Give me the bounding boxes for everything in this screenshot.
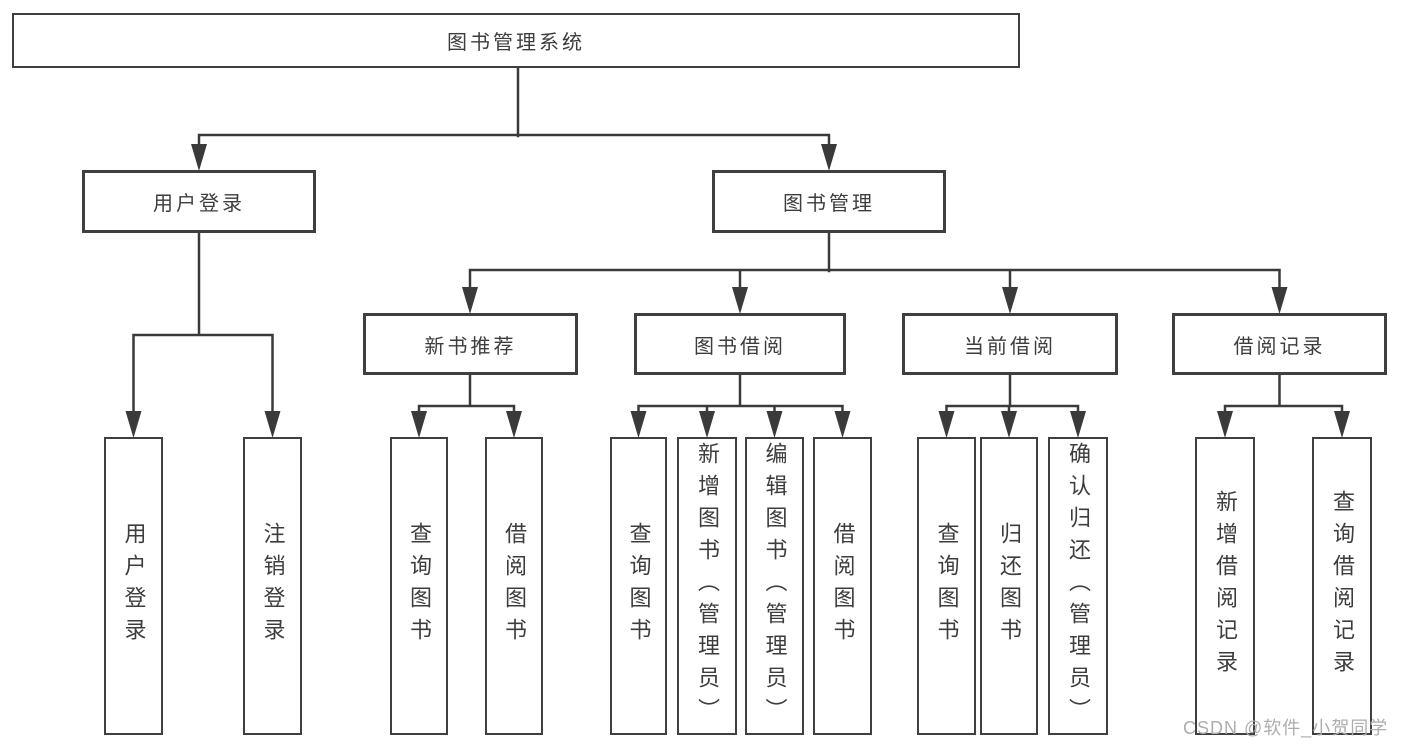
node-book-borrowing: 图书借阅	[634, 313, 846, 375]
leaf-newbook-borrow-books: 借阅图书	[485, 437, 543, 735]
arrowhead	[1070, 411, 1086, 438]
node-borrowing-records: 借阅记录	[1172, 313, 1387, 375]
node-label: 借阅图书	[830, 522, 856, 650]
leaf-logout: 注销登录	[243, 437, 302, 735]
node-current-borrowing: 当前借阅	[902, 313, 1118, 375]
connector-borrow-record-branch	[1223, 373, 1344, 417]
arrowhead	[125, 411, 142, 438]
node-library-management-system: 图书管理系统	[12, 13, 1020, 68]
leaf-record-add-borrow-record: 新增借阅记录	[1195, 437, 1255, 735]
arrowhead	[699, 411, 715, 438]
arrowhead	[264, 411, 281, 438]
node-label: 新增图书（管理员）	[695, 442, 720, 730]
node-label: 确认归还（管理员）	[1066, 442, 1091, 730]
node-label: 图书借阅	[694, 335, 786, 358]
arrowheads	[125, 144, 1350, 438]
node-label: 当前借阅	[964, 335, 1056, 358]
node-user-login-group: 用户登录	[82, 170, 316, 233]
arrowhead	[1334, 411, 1350, 438]
leaf-newbook-query-books: 查询图书	[390, 437, 448, 735]
leaf-borrow-borrow-books: 借阅图书	[813, 437, 872, 735]
arrowhead	[191, 144, 207, 171]
node-label: 归还图书	[997, 522, 1022, 650]
leaf-record-query-borrow-record: 查询借阅记录	[1312, 437, 1372, 735]
arrowhead	[938, 411, 955, 438]
leaf-borrow-add-books-admin: 新增图书（管理员）	[677, 437, 737, 735]
arrowhead	[630, 411, 647, 438]
arrowhead	[766, 411, 783, 438]
node-label: 借阅图书	[502, 522, 527, 650]
connector-book-borrow-branch	[637, 373, 844, 417]
connector-new-book-branch	[417, 373, 516, 417]
node-label: 查询借阅记录	[1330, 490, 1355, 682]
arrowhead	[1001, 411, 1017, 438]
leaf-current-confirm-return-admin: 确认归还（管理员）	[1048, 437, 1108, 735]
arrowhead	[411, 411, 427, 438]
watermark-text: CSDN @软件_小贺同学	[1183, 718, 1389, 738]
node-label: 查询图书	[626, 522, 652, 650]
node-label: 借阅记录	[1233, 335, 1326, 358]
node-new-book-recommend: 新书推荐	[363, 313, 578, 375]
node-label: 图书管理	[783, 193, 875, 215]
arrowhead	[1002, 287, 1018, 314]
arrowhead	[462, 287, 478, 314]
arrowhead	[506, 411, 522, 438]
arrowhead	[732, 287, 748, 314]
connector-user-login-branch	[132, 231, 274, 417]
node-label: 图书管理系统	[447, 32, 585, 54]
node-label: 新增借阅记录	[1213, 490, 1238, 682]
leaf-borrow-edit-books-admin: 编辑图书（管理员）	[745, 437, 804, 735]
leaf-user-login: 用户登录	[104, 437, 163, 735]
node-label: 查询图书	[407, 522, 432, 650]
leaf-current-query-books: 查询图书	[917, 437, 976, 735]
arrowhead	[834, 411, 851, 438]
node-label: 用户登录	[153, 193, 245, 215]
leaf-borrow-query-books: 查询图书	[610, 437, 667, 735]
node-label: 编辑图书（管理员）	[762, 442, 788, 730]
node-label: 查询图书	[934, 522, 960, 650]
node-label: 注销登录	[260, 522, 286, 650]
node-label: 新书推荐	[424, 335, 517, 358]
arrowhead	[1271, 287, 1288, 314]
connector-root-to-level2	[197, 66, 831, 150]
arrowhead	[821, 144, 837, 171]
connector-book-mgmt-branch	[468, 231, 1281, 293]
leaf-current-return-books: 归还图书	[980, 437, 1038, 735]
node-book-management: 图书管理	[712, 170, 946, 233]
node-label: 用户登录	[121, 522, 147, 650]
connector-current-borrow-branch	[945, 373, 1080, 417]
arrowhead	[1217, 411, 1233, 438]
